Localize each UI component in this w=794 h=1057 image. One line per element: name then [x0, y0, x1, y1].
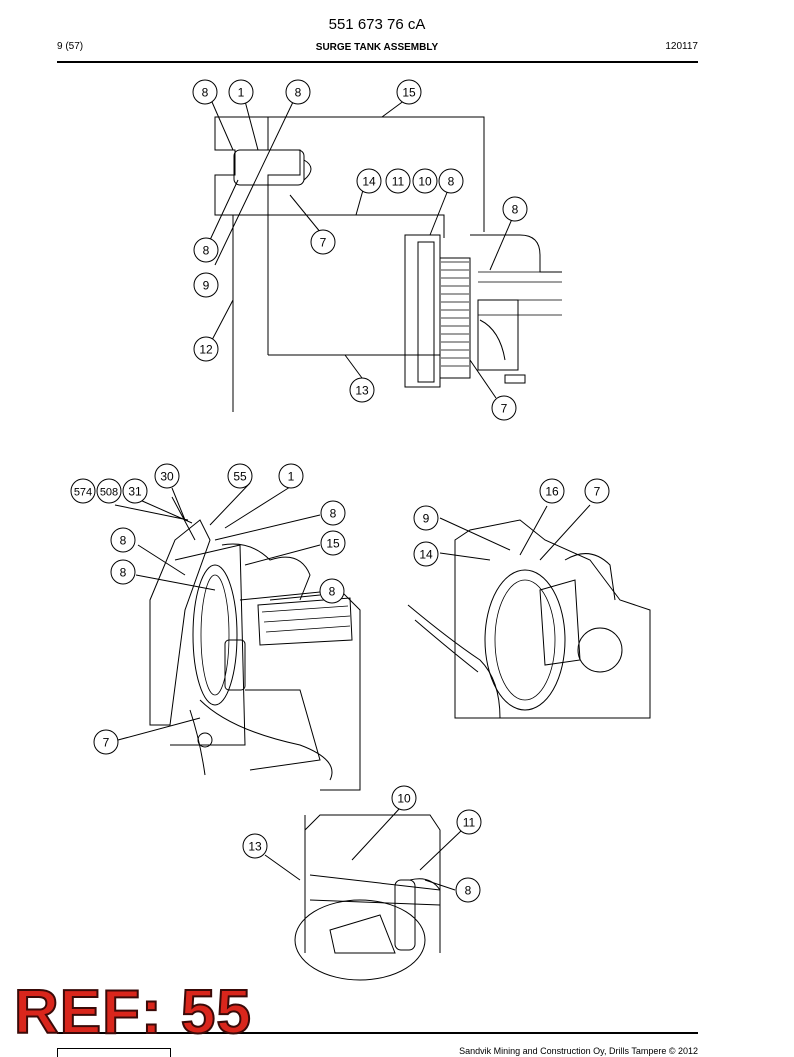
svg-text:16: 16 — [545, 485, 559, 499]
callout: 1 — [278, 463, 304, 489]
svg-text:8: 8 — [465, 884, 472, 898]
callout: 13 — [349, 377, 375, 403]
svg-text:14: 14 — [362, 175, 376, 189]
svg-text:12: 12 — [199, 343, 213, 357]
svg-text:7: 7 — [103, 736, 110, 750]
footer-copyright: Sandvik Mining and Construction Oy, Dril… — [459, 1046, 698, 1056]
svg-text:14: 14 — [419, 548, 433, 562]
callout: 11 — [456, 809, 482, 835]
callout: 30 — [154, 463, 180, 489]
callout: 12 — [193, 336, 219, 362]
callout: 508 — [96, 478, 122, 504]
svg-text:15: 15 — [326, 537, 340, 551]
svg-text:8: 8 — [295, 86, 302, 100]
svg-text:15: 15 — [402, 86, 416, 100]
svg-text:10: 10 — [418, 175, 432, 189]
footer-rule — [57, 1032, 698, 1034]
callout: 8 — [438, 168, 464, 194]
callout: 7 — [491, 395, 517, 421]
callout: 14 — [356, 168, 382, 194]
svg-text:8: 8 — [203, 244, 210, 258]
svg-text:8: 8 — [120, 534, 127, 548]
svg-text:11: 11 — [392, 175, 405, 189]
callouts-d2: 30 55 1 574 508 31 8 8 15 8 8 7 — [70, 463, 346, 755]
callout: 10 — [391, 785, 417, 811]
svg-text:11: 11 — [463, 816, 476, 830]
svg-text:574: 574 — [74, 487, 92, 499]
callout: 7 — [584, 478, 610, 504]
svg-text:8: 8 — [120, 566, 127, 580]
callout: 7 — [93, 729, 119, 755]
svg-text:8: 8 — [330, 507, 337, 521]
svg-text:13: 13 — [355, 384, 369, 398]
callout: 7 — [310, 229, 336, 255]
svg-text:31: 31 — [128, 485, 142, 499]
callout: 8 — [320, 500, 346, 526]
svg-text:55: 55 — [233, 470, 247, 484]
svg-text:30: 30 — [160, 470, 174, 484]
callout: 8 — [110, 527, 136, 553]
date-code: 120117 — [665, 41, 698, 52]
svg-text:1: 1 — [238, 86, 245, 100]
callout: 13 — [242, 833, 268, 859]
callouts-d1: 8 1 8 15 14 11 10 8 8 7 8 9 12 13 7 — [192, 79, 528, 421]
svg-text:9: 9 — [203, 279, 210, 293]
svg-text:10: 10 — [397, 792, 411, 806]
svg-text:508: 508 — [100, 487, 118, 499]
ref-stamp: REF: 55 — [13, 978, 252, 1047]
callout: 16 — [539, 478, 565, 504]
diagram-hose-routing — [209, 99, 562, 412]
callouts-d3: 16 7 9 14 — [413, 478, 610, 567]
callout: 31 — [122, 478, 148, 504]
callout: 14 — [413, 541, 439, 567]
svg-text:7: 7 — [594, 485, 601, 499]
callout: 11 — [385, 168, 411, 194]
svg-text:8: 8 — [329, 585, 336, 599]
callout: 15 — [320, 530, 346, 556]
callout: 8 — [319, 578, 345, 604]
callout: 1 — [228, 79, 254, 105]
page-title: SURGE TANK ASSEMBLY — [315, 42, 439, 53]
callout: 55 — [227, 463, 253, 489]
callout: 8 — [110, 559, 136, 585]
document-number: 551 673 76 cA — [328, 16, 426, 33]
header-rule — [57, 61, 698, 63]
callout: 15 — [396, 79, 422, 105]
svg-text:9: 9 — [423, 512, 430, 526]
callouts-d4: 10 11 13 8 — [242, 785, 482, 903]
svg-text:8: 8 — [512, 203, 519, 217]
callout: 574 — [70, 478, 96, 504]
svg-text:8: 8 — [202, 86, 209, 100]
callout: 8 — [455, 877, 481, 903]
svg-text:8: 8 — [448, 175, 455, 189]
svg-text:7: 7 — [320, 236, 327, 250]
callout: 10 — [412, 168, 438, 194]
diagram-radiator-closeup — [264, 807, 463, 981]
callout: 8 — [285, 79, 311, 105]
callout: 8 — [193, 237, 219, 263]
svg-text:7: 7 — [501, 402, 508, 416]
callout: 9 — [193, 272, 219, 298]
callout: 9 — [413, 505, 439, 531]
svg-text:13: 13 — [248, 840, 262, 854]
svg-text:1: 1 — [288, 470, 295, 484]
callout: 8 — [502, 196, 528, 222]
callout: 8 — [192, 79, 218, 105]
page-number: 9 (57) — [57, 41, 84, 52]
diagram-engine-left — [114, 482, 361, 791]
diagram-engine-right — [407, 504, 651, 719]
